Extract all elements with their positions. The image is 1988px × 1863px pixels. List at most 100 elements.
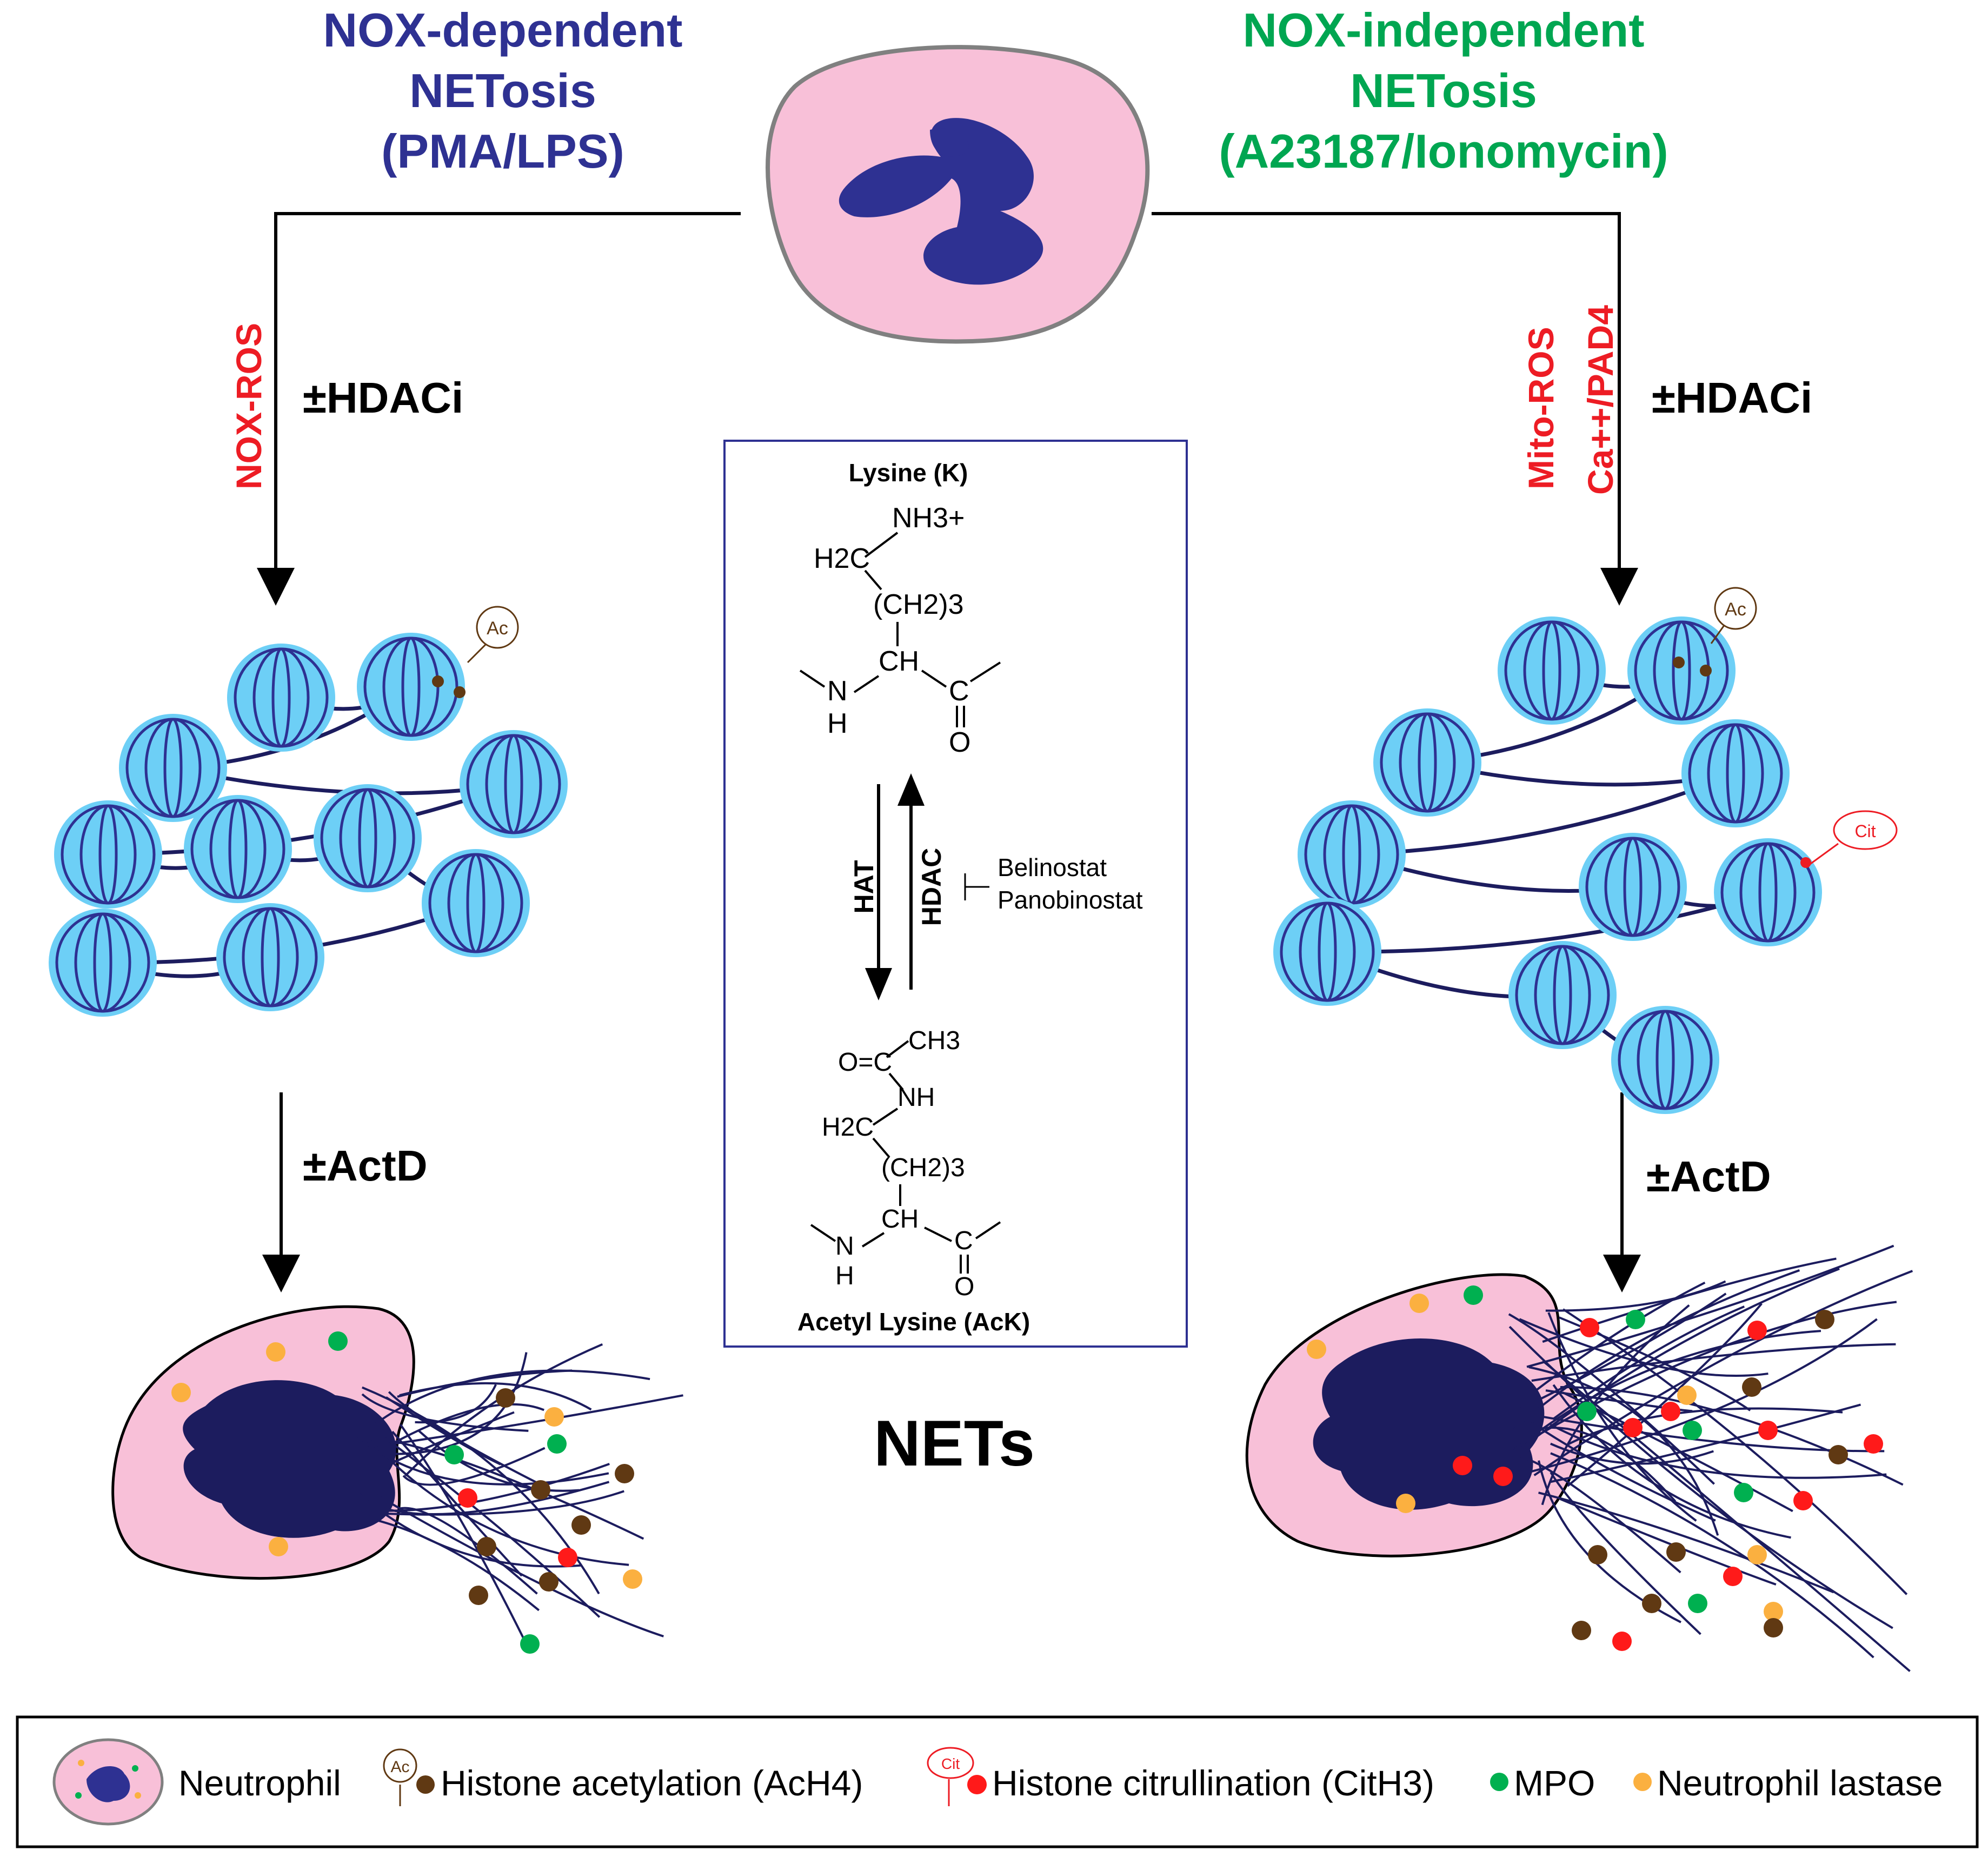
mpo-dot <box>444 1445 464 1464</box>
dna-wrap <box>1758 842 1778 943</box>
legend-cit-tag-text: Cit <box>941 1755 960 1772</box>
nucleosome-core <box>1298 800 1406 909</box>
net-fiber <box>1547 1312 1697 1522</box>
left-title-line-2: NETosis <box>409 64 596 117</box>
elastase-dot <box>1747 1545 1767 1564</box>
dna-wrap <box>1623 837 1643 937</box>
net-fiber <box>1552 1384 1791 1539</box>
linker-dna <box>1326 668 1769 1062</box>
elastase-dot <box>171 1383 191 1402</box>
elastase-dot <box>266 1342 285 1362</box>
legend-citrullination: Histone citrullination (CitH3) <box>992 1763 1434 1803</box>
acetyl-dot <box>1642 1594 1661 1613</box>
net-fiber <box>384 1437 601 1618</box>
net-fiber <box>1531 1421 1716 1522</box>
legend-neutrophil: Neutrophil <box>178 1763 341 1803</box>
cit-tag-right: Cit <box>1800 810 1898 868</box>
nucleosome <box>1579 833 1687 941</box>
ac-tag-text: Ac <box>487 618 508 639</box>
acetyl-dot <box>539 1572 558 1592</box>
ac-tag-right: Ac <box>1710 587 1757 644</box>
right-title-line-3: (A23187/Ionomycin) <box>1219 124 1668 178</box>
net-fiber <box>364 1394 683 1449</box>
nucleosome-core <box>49 909 157 1017</box>
nucleosome-core <box>1611 1006 1719 1114</box>
dna-wrap <box>401 637 421 737</box>
elastase-dot <box>1677 1385 1697 1405</box>
nox-independent-title: NOX-independent NETosis (A23187/Ionomyci… <box>1125 0 1763 182</box>
mpo-dot <box>1683 1421 1702 1440</box>
mpo-dot <box>328 1331 348 1351</box>
mpo-dot <box>520 1634 540 1654</box>
acetyl-nh: NH <box>897 1083 935 1112</box>
net-fiber <box>388 1391 548 1489</box>
ca-pad4-label: Ca++/PAD4 <box>1580 305 1620 495</box>
acetyl-ch: CH <box>881 1205 919 1234</box>
nucleosome <box>1714 838 1822 946</box>
acetyl-dot <box>1572 1621 1591 1640</box>
dna-wrap <box>1655 1010 1675 1110</box>
actd-label-left: ±ActD <box>303 1142 428 1190</box>
acetyl-dot <box>1815 1310 1834 1329</box>
net-fiber <box>1552 1305 1745 1420</box>
elastase-dot <box>1396 1494 1415 1513</box>
lysine-c: C <box>949 675 969 707</box>
legend-mpo: MPO <box>1514 1763 1595 1803</box>
legend-ac-tag-text: Ac <box>390 1758 409 1776</box>
citrulline-dot <box>1747 1321 1767 1340</box>
nucleosome-core <box>119 714 227 822</box>
lysine-o: O <box>949 727 970 758</box>
legend: Neutrophil Ac Histone acetylation (AcH4)… <box>16 1715 1979 1848</box>
net-fiber <box>1567 1303 1763 1487</box>
nucleosome-core <box>314 784 422 892</box>
net-fiber <box>1566 1407 1843 1446</box>
net-fiber <box>1512 1301 1897 1451</box>
acetyl-mark <box>1673 657 1685 668</box>
right-title-line-1: NOX-independent <box>1242 3 1645 57</box>
acetyl-dot <box>1764 1618 1783 1637</box>
acetyl-dot <box>571 1515 591 1535</box>
net-cell-left <box>111 1305 683 1654</box>
acetyl-chain: (CH2)3 <box>881 1153 965 1182</box>
lysine-amine: NH3+ <box>892 502 965 534</box>
nucleosome-core <box>1373 708 1481 817</box>
elastase-dot <box>269 1537 288 1556</box>
dna-wrap <box>261 907 280 1007</box>
acetyl-dot <box>477 1537 496 1556</box>
net-fiber <box>399 1507 538 1595</box>
acetyl-dot <box>496 1388 515 1408</box>
acetyl-dot <box>1829 1445 1848 1464</box>
nucleosome-core <box>184 795 292 903</box>
net-fiber <box>364 1490 624 1516</box>
citrulline-dot <box>1493 1467 1513 1486</box>
ac-tag-left: Ac <box>467 606 519 664</box>
net-fiber <box>1538 1491 1834 1594</box>
nucleosome <box>1273 898 1381 1006</box>
actd-label-right: ±ActD <box>1646 1152 1771 1201</box>
chromatin-right <box>1273 616 1822 1114</box>
lysine-title: Lysine (K) <box>849 459 968 487</box>
net-fiber <box>1533 1270 1913 1476</box>
mpo-dot <box>1577 1402 1597 1421</box>
nucleosome-core <box>357 633 465 741</box>
legend-elastase: Neutrophil lastase <box>1657 1763 1943 1803</box>
dna-wrap <box>1542 620 1561 721</box>
legend-neutrophil-icon <box>52 1738 164 1826</box>
net-fiber <box>1550 1423 1887 1479</box>
dna-wrap <box>1726 723 1745 824</box>
net-fiber <box>1545 1389 1693 1413</box>
citrulline-dot <box>1864 1434 1883 1454</box>
legend-acetylation: Histone acetylation (AcH4) <box>441 1763 863 1803</box>
acetyl-h: H <box>835 1262 854 1290</box>
net-fiber <box>395 1441 644 1540</box>
elastase-dot <box>1307 1340 1326 1359</box>
legend-mpo-dot <box>1490 1773 1508 1791</box>
net-fiber <box>1560 1386 1904 1486</box>
dna-wrap <box>1553 945 1572 1045</box>
nucleosome <box>1498 616 1606 725</box>
mpo-dot <box>1626 1310 1645 1329</box>
net-fiber <box>1550 1403 1861 1483</box>
acetyl-ch3: CH3 <box>908 1026 960 1055</box>
dna-wrap <box>504 734 523 834</box>
acetyl-dot <box>615 1464 634 1483</box>
